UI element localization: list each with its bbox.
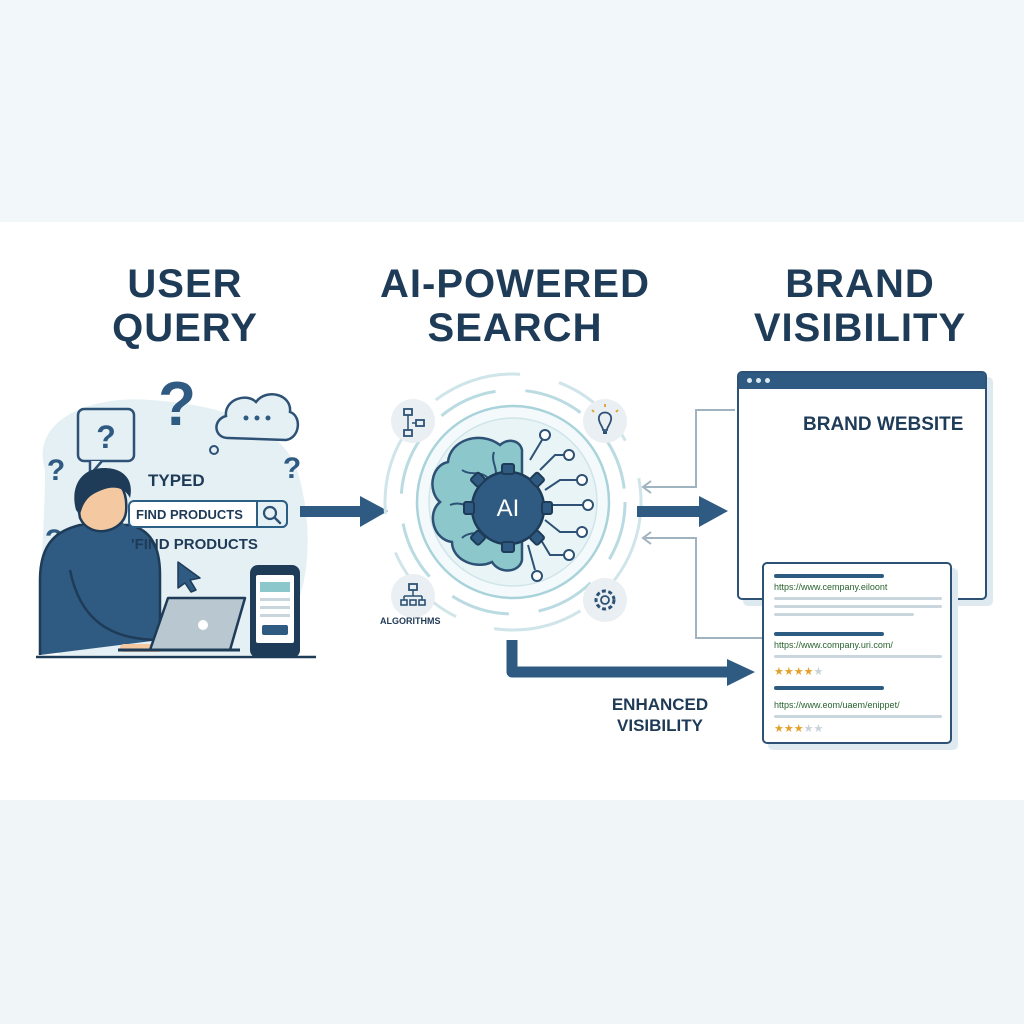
flowchart-icon: [391, 399, 435, 443]
rating-stars: ★★★★★: [774, 666, 824, 678]
question-bubble-icon: ?: [76, 407, 136, 477]
search-icon: [262, 505, 282, 525]
person-illustration: [38, 468, 162, 655]
visibility-line: VISIBILITY: [617, 716, 703, 735]
result-snippet-line: [774, 597, 942, 600]
heading-line: QUERY: [112, 306, 258, 350]
result-snippet-line: [774, 605, 942, 608]
result-url[interactable]: https://www.eom/uaem/enippet/: [774, 700, 900, 710]
result-title-bar: [774, 632, 884, 636]
section-heading-ai-search: AI-POWERED SEARCH: [350, 262, 680, 350]
laptop-icon: [118, 596, 247, 652]
question-mark-icon: ?: [283, 452, 301, 485]
spoken-query-text: 'FIND PRODUCTS: [131, 536, 258, 553]
svg-text:?: ?: [96, 419, 116, 455]
search-button[interactable]: [256, 500, 288, 528]
window-dot: [756, 378, 761, 383]
result-url[interactable]: https://www.cempany.eiloont: [774, 582, 888, 592]
algorithms-label: ALGORITHMS: [380, 616, 441, 626]
section-heading-brand-visibility: BRAND VISIBILITY: [730, 262, 990, 350]
heading-line: SEARCH: [427, 306, 603, 350]
smartphone-icon: [250, 565, 300, 658]
window-dot: [765, 378, 770, 383]
arrow-ai-to-brand: [637, 496, 728, 527]
enhanced-line: ENHANCED: [611, 695, 709, 714]
brand-website-title: BRAND WEBSITE: [803, 414, 964, 435]
heading-line: BRAND: [785, 262, 935, 306]
arrow-enhanced-visibility: [506, 640, 755, 686]
brand-logo-letter: B: [765, 408, 781, 433]
circuit-lines: [527, 429, 594, 582]
search-input-text: FIND PRODUCTS: [136, 507, 243, 522]
ai-core-label: AI: [496, 495, 520, 522]
result-snippet-line: [774, 715, 942, 718]
rating-stars: ★★★★★: [774, 723, 824, 735]
section-heading-user-query: USER QUERY: [60, 262, 310, 350]
question-mark-icon: ?: [158, 370, 196, 439]
heading-line: VISIBILITY: [753, 306, 967, 350]
cursor-icon: [177, 561, 201, 593]
window-dot: [747, 378, 752, 383]
search-results-card: https://www.cempany.eiloont https://www.…: [762, 562, 952, 744]
browser-title-bar: [739, 373, 985, 389]
lightbulb-icon: [583, 399, 627, 443]
result-title-bar: [774, 686, 884, 690]
bottom-background-band: [0, 800, 1024, 1024]
gear-ai-icon: [463, 463, 553, 553]
result-snippet-line: [774, 655, 942, 658]
heading-line: AI-POWERED: [380, 262, 650, 306]
enhanced-visibility-label: ENHANCED VISIBILITY: [600, 694, 720, 736]
search-bar[interactable]: FIND PRODUCTS: [128, 500, 288, 528]
typed-label: TYPED: [148, 471, 205, 490]
hierarchy-icon: [391, 574, 435, 618]
feedback-arrows: [641, 409, 762, 639]
settings-gear-icon: [583, 578, 627, 622]
result-snippet-line: [774, 613, 914, 616]
result-title-bar: [774, 574, 884, 578]
arrow-user-to-ai: [300, 496, 388, 527]
result-url[interactable]: https://www.company.uri.com/: [774, 640, 893, 650]
question-mark-icon: ?: [47, 454, 65, 487]
thought-cloud-icon: [209, 393, 299, 455]
top-background-band: [0, 0, 1024, 222]
heading-line: USER: [127, 262, 243, 306]
